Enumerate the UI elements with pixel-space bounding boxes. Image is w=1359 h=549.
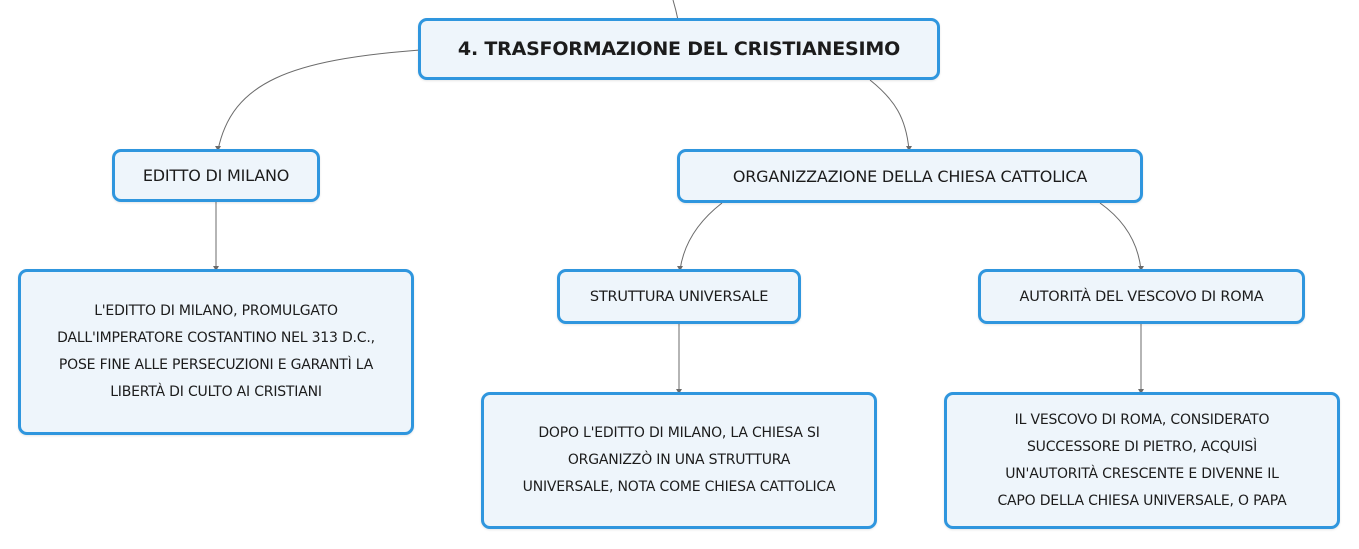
arrowhead-struttura: [677, 266, 683, 271]
struttura-universale-node[interactable]: STRUTTURA UNIVERSALE: [557, 269, 801, 324]
editto-milano-description-node[interactable]: L'EDITTO DI MILANO, PROMULGATO DALL'IMPE…: [18, 269, 414, 435]
connector-organizzazione-struttura: [679, 202, 723, 271]
arrowhead-struttura-desc: [676, 389, 682, 394]
arrowhead-autorita: [1138, 266, 1144, 271]
connector-root-editto: [217, 49, 421, 151]
autorita-vescovo-label: AUTORITÀ DEL VESCOVO DI ROMA: [1019, 288, 1264, 305]
struttura-universale-label: STRUTTURA UNIVERSALE: [589, 288, 769, 305]
struttura-universale-description: DOPO L'EDITTO DI MILANO, LA CHIESA SI OR…: [522, 425, 836, 495]
autorita-vescovo-description: IL VESCOVO DI ROMA, CONSIDERATO SUCCESSO…: [997, 411, 1287, 509]
organizzazione-chiesa-label: ORGANIZZAZIONE DELLA CHIESA CATTOLICA: [732, 166, 1088, 186]
connector-root-organizzazione: [869, 79, 910, 151]
connector-incoming-root: [672, 0, 679, 21]
connector-organizzazione-autorita: [1099, 202, 1142, 271]
root-topic-node[interactable]: 4. TRASFORMAZIONE DEL CRISTIANESIMO: [418, 18, 940, 80]
editto-milano-description: L'EDITTO DI MILANO, PROMULGATO DALL'IMPE…: [57, 303, 375, 400]
organizzazione-chiesa-node[interactable]: ORGANIZZAZIONE DELLA CHIESA CATTOLICA: [677, 149, 1143, 203]
arrowhead-organizzazione: [906, 146, 912, 151]
arrowhead-editto-desc: [213, 266, 219, 271]
autorita-vescovo-node[interactable]: AUTORITÀ DEL VESCOVO DI ROMA: [978, 269, 1305, 324]
editto-milano-node[interactable]: EDITTO DI MILANO: [112, 149, 320, 202]
autorita-vescovo-description-node[interactable]: IL VESCOVO DI ROMA, CONSIDERATO SUCCESSO…: [944, 392, 1340, 529]
struttura-universale-description-node[interactable]: DOPO L'EDITTO DI MILANO, LA CHIESA SI OR…: [481, 392, 877, 529]
arrowhead-editto: [215, 146, 221, 151]
arrowhead-autorita-desc: [1138, 389, 1144, 394]
root-topic-label: 4. TRASFORMAZIONE DEL CRISTIANESIMO: [457, 38, 901, 60]
editto-milano-label: EDITTO DI MILANO: [142, 166, 290, 185]
